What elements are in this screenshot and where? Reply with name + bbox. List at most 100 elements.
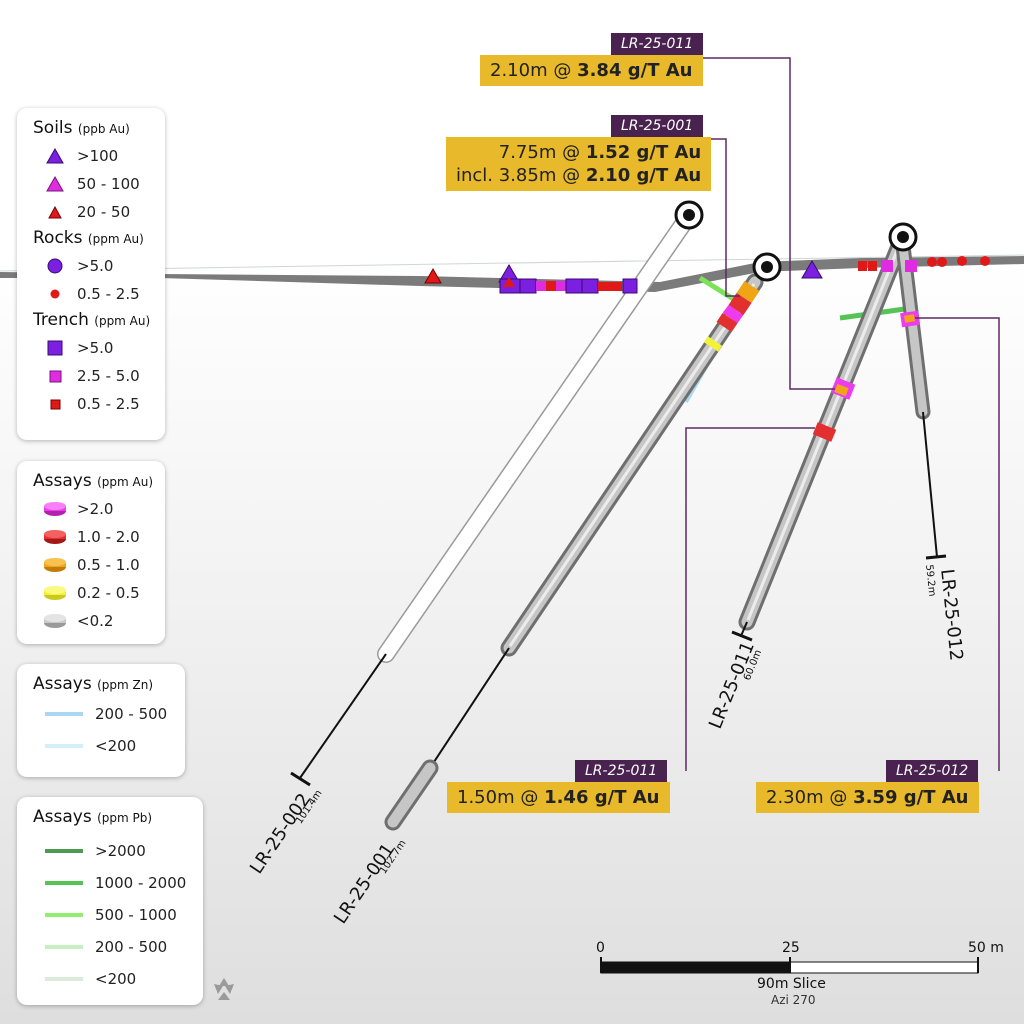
callout-hole-tag: LR-25-001 — [611, 115, 704, 137]
trench-samples-west — [499, 277, 638, 294]
soil-sample-marker — [801, 260, 823, 279]
sky-line — [0, 254, 1024, 272]
legend-soils-unit: (ppb Au) — [77, 122, 130, 136]
legend-item: <0.2 — [33, 607, 155, 635]
callout-leaders — [685, 57, 1000, 771]
legend-item: 200 - 500 — [33, 698, 175, 730]
trench-samples-east — [858, 260, 917, 272]
legend-item-label: >5.0 — [77, 257, 114, 275]
intercept-grade: 2.10 g/T Au — [585, 165, 702, 186]
rock-samples — [927, 256, 990, 267]
scale-tick-25: 25 — [782, 940, 800, 956]
legend-rocks-unit: (ppm Au) — [87, 232, 144, 246]
line-swatch-icon — [33, 744, 95, 748]
scale-tick-0: 0 — [596, 940, 605, 956]
legend-item-label: >2000 — [95, 842, 146, 860]
intercept-grade: 1.46 g/T Au — [544, 787, 660, 808]
legend-item: >2000 — [33, 835, 193, 867]
legend-item: >5.0 — [33, 334, 155, 362]
square-icon — [33, 399, 77, 410]
intercept-callout[interactable]: 1.50m @ 1.46 g/T Au — [447, 782, 670, 813]
legend-item-label: 2.5 - 5.0 — [77, 367, 140, 385]
collar-marker[interactable] — [888, 222, 918, 252]
legend-item-label: >100 — [77, 147, 119, 165]
legend-item: 500 - 1000 — [33, 899, 193, 931]
intercept-callout[interactable]: 7.75m @ 1.52 g/T Au incl. 3.85m @ 2.10 g… — [446, 137, 712, 191]
legend-item: >2.0 — [33, 495, 155, 523]
intercept-grade: 1.52 g/T Au — [585, 142, 702, 163]
legend-item-label: >2.0 — [77, 500, 114, 518]
legend-item: 0.5 - 1.0 — [33, 551, 155, 579]
triangle-icon — [33, 176, 77, 192]
drillhole-lr-25-001 — [384, 273, 764, 831]
legend-item-label: 0.5 - 2.5 — [77, 285, 140, 303]
line-swatch-icon — [33, 977, 95, 981]
azimuth-label: Azi 270 — [771, 993, 816, 1007]
legend-zn-label: Assays — [33, 674, 92, 694]
legend-item: 50 - 100 — [33, 170, 155, 198]
legend-item: 1000 - 2000 — [33, 867, 193, 899]
legend-au-label: Assays — [33, 471, 92, 491]
line-swatch-icon — [33, 849, 95, 853]
line-swatch-icon — [33, 945, 95, 949]
legend-item: <200 — [33, 730, 175, 762]
legend-item-label: 0.5 - 1.0 — [77, 556, 140, 574]
square-icon — [33, 370, 77, 383]
legend-item: 0.5 - 2.5 — [33, 280, 155, 308]
legend-item-label: 500 - 1000 — [95, 906, 177, 924]
legend-item-label: 20 - 50 — [77, 203, 131, 221]
legend-item-label: 0.5 - 2.5 — [77, 395, 140, 413]
legend-item: 0.5 - 2.5 — [33, 390, 155, 418]
scale-bar — [600, 957, 979, 974]
legend-assays-zn: Assays (ppm Zn) 200 - 500 <200 — [17, 664, 185, 777]
legend-item: 2.5 - 5.0 — [33, 362, 155, 390]
intercept-length: 2.10m @ — [490, 60, 578, 81]
callout-hole-tag: LR-25-011 — [611, 33, 704, 55]
legend-assays-au: Assays (ppm Au) >2.0 1.0 - 2.0 0.5 - 1.0… — [17, 461, 165, 644]
legend-item: 20 - 50 — [33, 198, 155, 226]
drillhole-lr-25-011 — [731, 235, 909, 642]
slice-width-label: 90m Slice — [757, 976, 826, 992]
intercept-grade: 3.59 g/T Au — [853, 787, 969, 808]
callout-hole-tag: LR-25-012 — [886, 760, 979, 782]
collar-marker[interactable] — [752, 252, 782, 282]
legend-item: >100 — [33, 142, 155, 170]
cylinder-icon — [33, 585, 77, 601]
scale-tick-50: 50 m — [968, 940, 1004, 956]
legend-rocks-label: Rocks — [33, 228, 83, 248]
drillhole-lr-25-012 — [895, 238, 947, 560]
legend-item: 200 - 500 — [33, 931, 193, 963]
cylinder-icon — [33, 557, 77, 573]
cylinder-icon — [33, 529, 77, 545]
legend-pb-title: Assays (ppm Pb) — [33, 807, 193, 827]
legend-item-label: 200 - 500 — [95, 705, 168, 723]
intercept-callout[interactable]: 2.10m @ 3.84 g/T Au — [480, 55, 703, 86]
line-swatch-icon — [33, 881, 95, 885]
intercept-length: 1.50m @ — [457, 787, 545, 808]
legend-item-label: 200 - 500 — [95, 938, 168, 956]
legend-soils-title: Soils (ppb Au) — [33, 118, 155, 138]
legend-item: 0.2 - 0.5 — [33, 579, 155, 607]
legend-au-unit: (ppm Au) — [97, 475, 154, 489]
drillhole-lr-25-002 — [290, 208, 697, 787]
line-swatch-icon — [33, 913, 95, 917]
legend-item-label: <0.2 — [77, 612, 114, 630]
intercept-callout[interactable]: 2.30m @ 3.59 g/T Au — [756, 782, 979, 813]
legend-item-label: 0.2 - 0.5 — [77, 584, 140, 602]
cylinder-icon — [33, 501, 77, 517]
cylinder-icon — [33, 613, 77, 629]
legend-zn-unit: (ppm Zn) — [97, 678, 154, 692]
soil-sample-marker — [424, 267, 442, 284]
legend-rocks-title: Rocks (ppm Au) — [33, 228, 155, 248]
square-icon — [33, 340, 77, 356]
line-swatch-icon — [33, 712, 95, 716]
intercept-grade: 3.84 g/T Au — [577, 60, 693, 81]
legend-item: >5.0 — [33, 252, 155, 280]
collar-marker[interactable] — [674, 200, 704, 230]
legend-item: 1.0 - 2.0 — [33, 523, 155, 551]
triangle-icon — [33, 148, 77, 164]
circle-icon — [33, 288, 77, 300]
intercept-length: 2.30m @ — [766, 787, 854, 808]
legend-item-label: <200 — [95, 737, 137, 755]
legend-trench-unit: (ppm Au) — [94, 314, 151, 328]
